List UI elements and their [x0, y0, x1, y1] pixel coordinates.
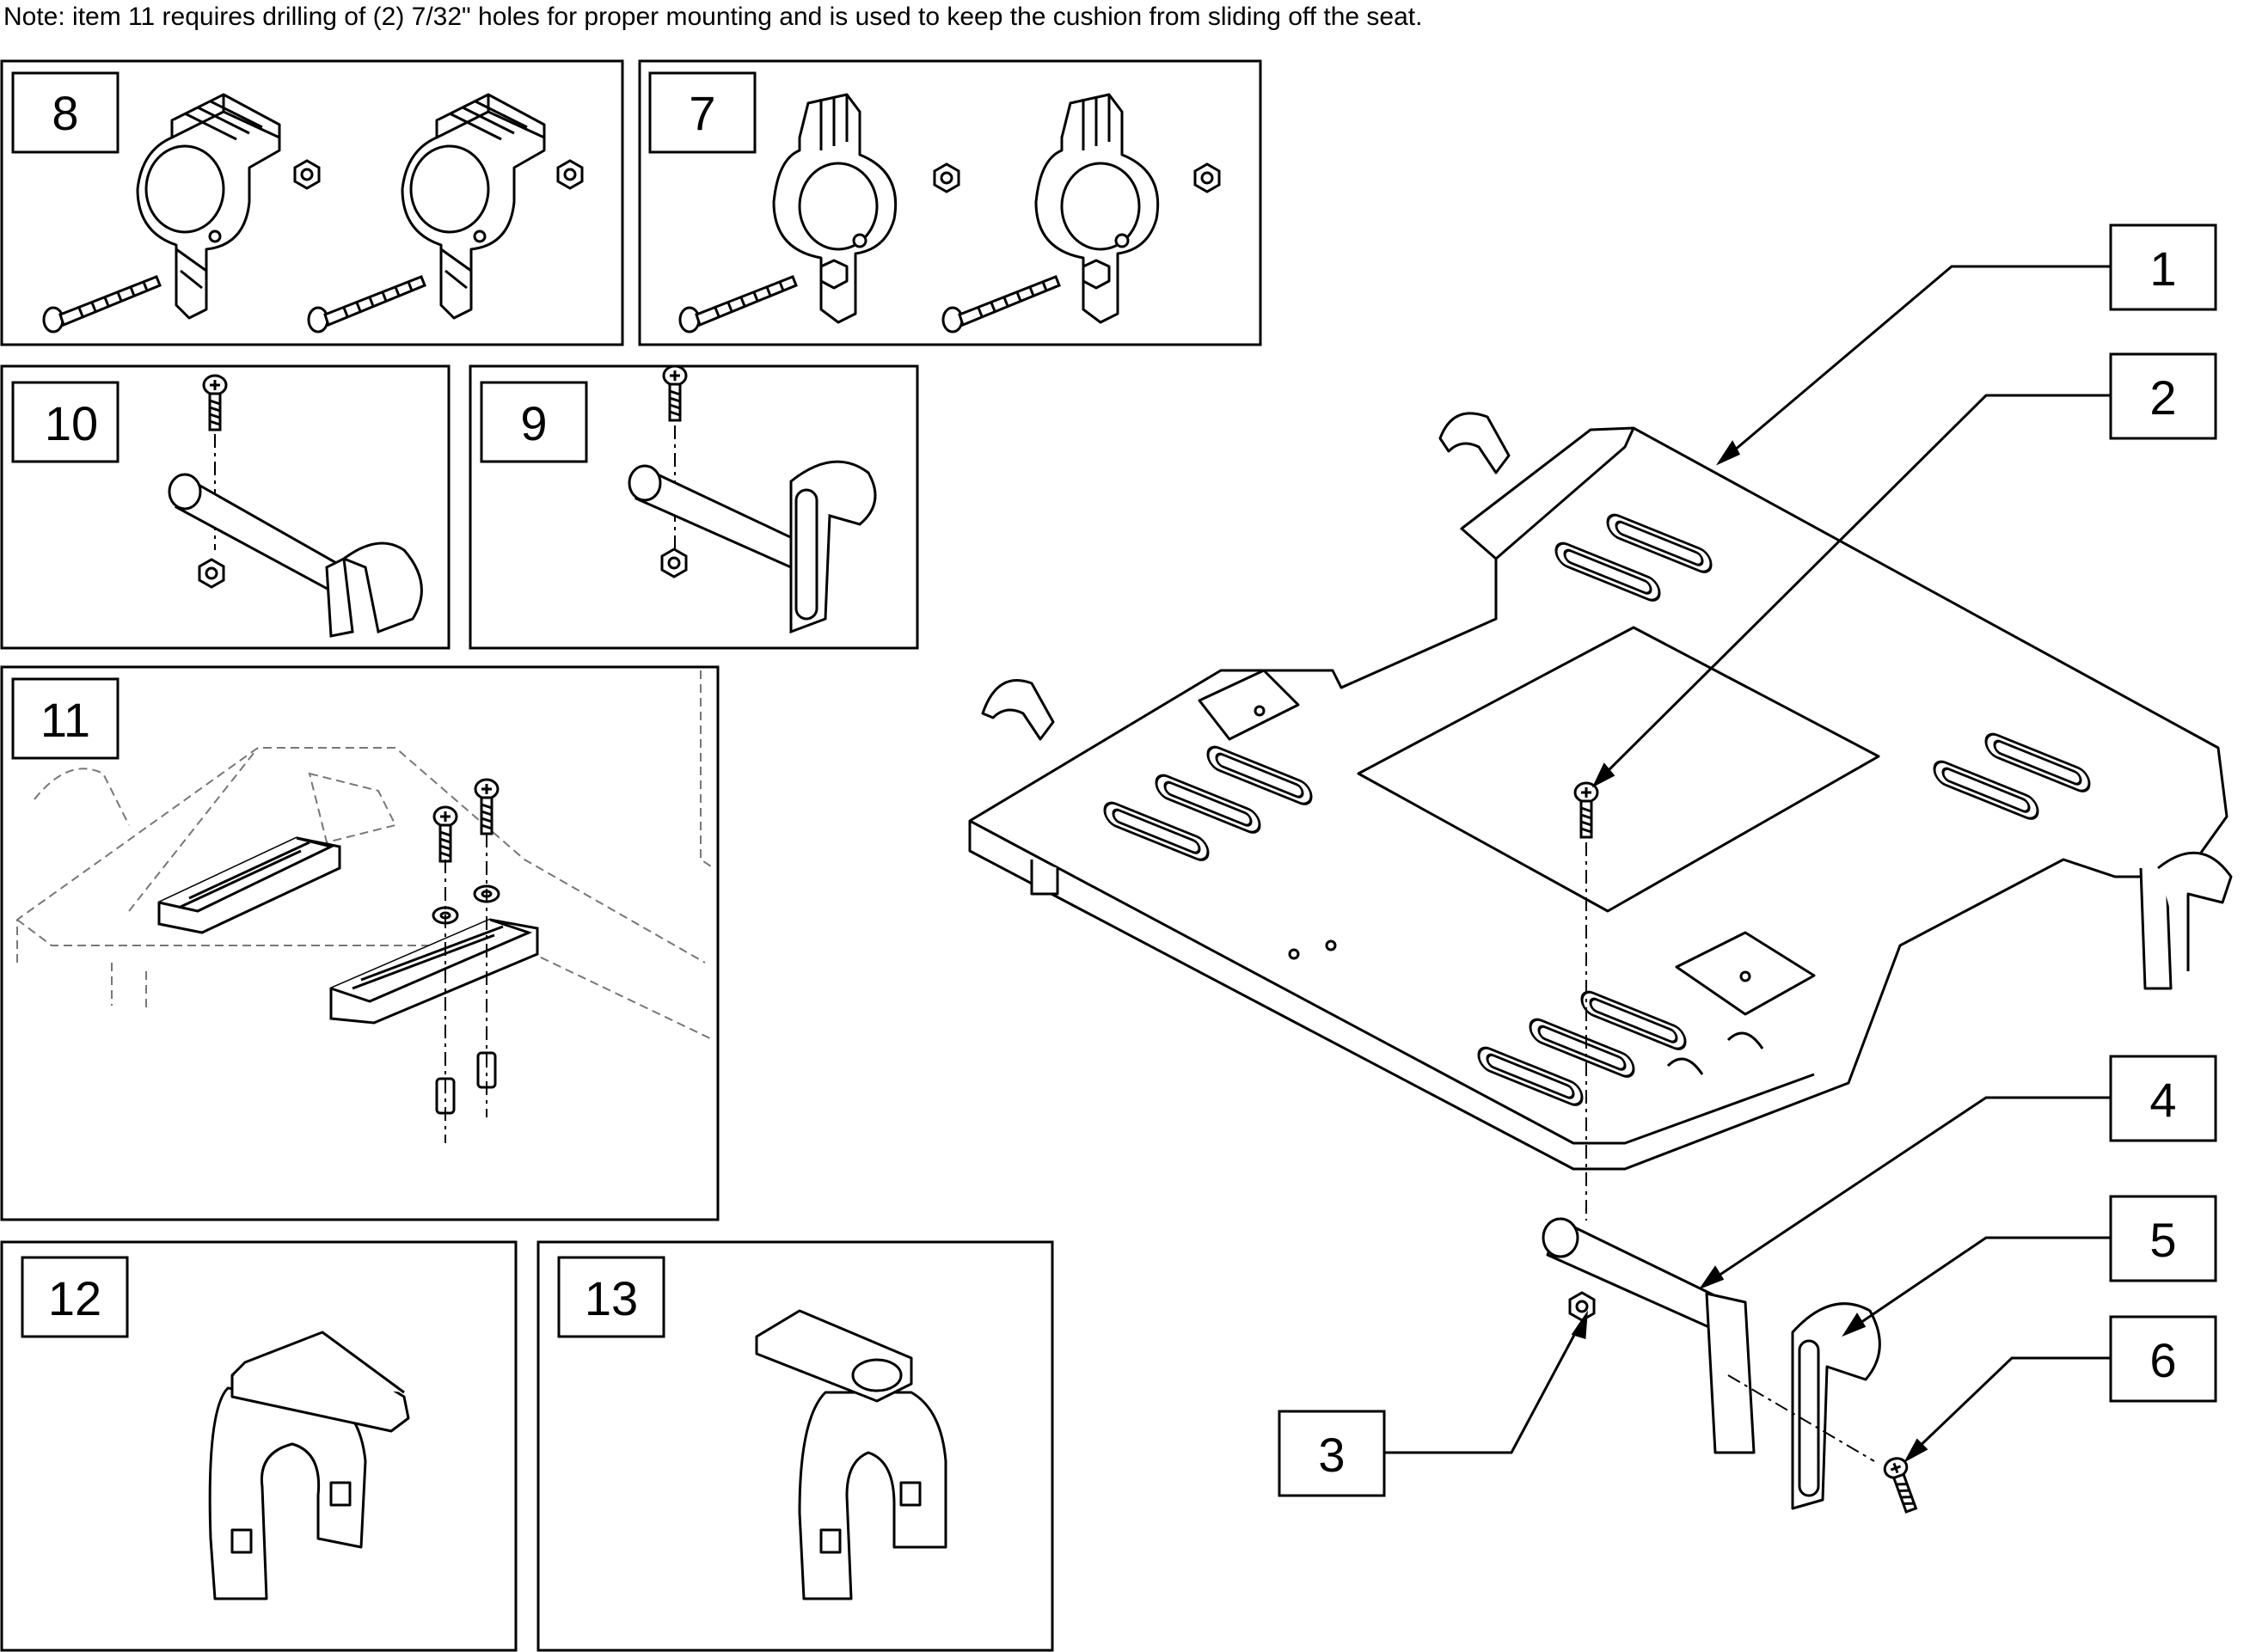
panel-12-label: 12 [48, 1271, 101, 1325]
panel-11-label: 11 [40, 693, 90, 747]
panel-7-label: 7 [689, 86, 715, 140]
panel-10-frame [0, 364, 451, 650]
callout-2: 2 [2149, 370, 2176, 425]
callout-4: 4 [2149, 1073, 2176, 1127]
seat-pan-illustration [968, 412, 2233, 1171]
mounting-note: Note: item 11 requires drilling of (2) 7… [3, 3, 1423, 31]
panel-8-label: 8 [52, 86, 78, 140]
callout-1: 1 [2149, 242, 2176, 296]
panel-11-frame [0, 665, 720, 1221]
panel-10-label: 10 [45, 396, 98, 450]
panel-12-frame [0, 1240, 518, 1652]
panel-13-label: 13 [585, 1271, 638, 1325]
panel-9-label: 9 [520, 396, 547, 450]
panel-9-frame [469, 364, 919, 650]
callout-6: 6 [2149, 1333, 2176, 1387]
panel-8-frame [0, 59, 624, 346]
panel-13-frame [536, 1240, 1054, 1652]
callout-3: 3 [1318, 1428, 1345, 1482]
callout-5: 5 [2149, 1213, 2176, 1267]
panel-7-frame [638, 59, 1262, 346]
